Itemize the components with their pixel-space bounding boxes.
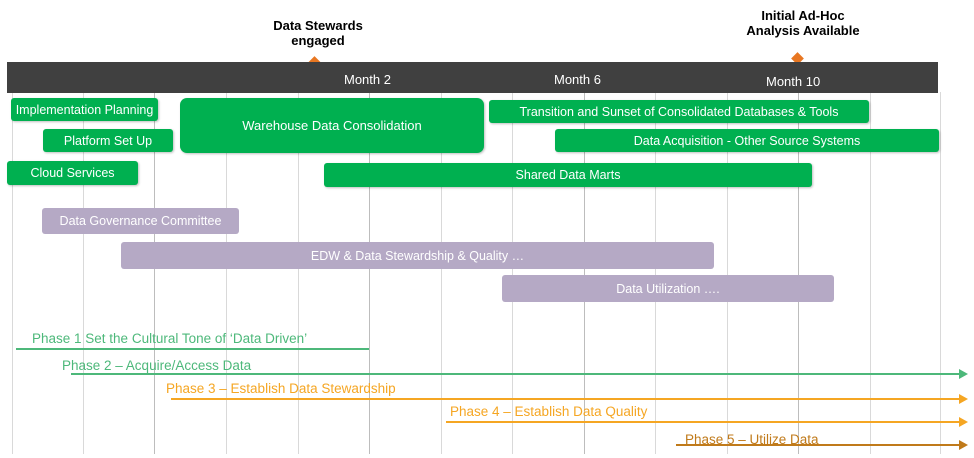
month-label: Month 10 — [766, 74, 821, 89]
phase-5-label: Phase 5 – Utilize Data — [685, 432, 819, 447]
gridline — [369, 92, 370, 454]
gridline — [584, 92, 585, 454]
arrow-head-icon — [959, 417, 968, 427]
gridline — [655, 92, 656, 454]
task-shared-data-marts: Shared Data Marts — [324, 163, 812, 187]
phase-1-line — [16, 348, 369, 350]
phase-2-label: Phase 2 – Acquire/Access Data — [62, 358, 252, 373]
phase-3-line — [171, 398, 961, 400]
arrow-head-icon — [959, 440, 968, 450]
milestone-data-stewards: Data Stewards engaged — [273, 18, 363, 48]
gridline — [940, 92, 941, 454]
phase-5-line — [676, 444, 961, 446]
task-warehouse-data-consolidation: Warehouse Data Consolidation — [180, 98, 484, 153]
timeline-header — [7, 62, 938, 93]
task-implementation-planning: Implementation Planning — [11, 98, 158, 121]
gridline — [298, 92, 299, 454]
phase-4-label: Phase 4 – Establish Data Quality — [450, 404, 648, 419]
task-cloud-services: Cloud Services — [7, 161, 138, 185]
task-edw-stewardship-quality: EDW & Data Stewardship & Quality … — [121, 242, 714, 269]
task-platform-set-up: Platform Set Up — [43, 129, 173, 152]
month-label: Month 2 — [344, 72, 391, 87]
gridline — [441, 92, 442, 454]
phase-3-label: Phase 3 – Establish Data Stewardship — [166, 381, 396, 396]
month-label: Month 6 — [554, 72, 601, 87]
gridline — [12, 92, 13, 454]
phase-1-label: Phase 1 Set the Cultural Tone of ‘Data D… — [32, 331, 308, 346]
gridline — [512, 92, 513, 454]
task-data-utilization: Data Utilization …. — [502, 275, 834, 302]
milestone-adhoc-analysis: Initial Ad-Hoc Analysis Available — [746, 8, 860, 38]
gridline — [798, 92, 799, 454]
gridline — [83, 92, 84, 454]
gridline — [870, 92, 871, 454]
gridline — [154, 92, 155, 454]
arrow-head-icon — [959, 394, 968, 404]
gridline — [226, 92, 227, 454]
task-data-acquisition: Data Acquisition - Other Source Systems — [555, 129, 939, 152]
arrow-head-icon — [959, 369, 968, 379]
gridline — [727, 92, 728, 454]
phase-4-line — [446, 421, 961, 423]
task-transition-sunset: Transition and Sunset of Consolidated Da… — [489, 100, 869, 123]
phase-2-line — [71, 373, 961, 375]
task-data-governance-committee: Data Governance Committee — [42, 208, 239, 234]
